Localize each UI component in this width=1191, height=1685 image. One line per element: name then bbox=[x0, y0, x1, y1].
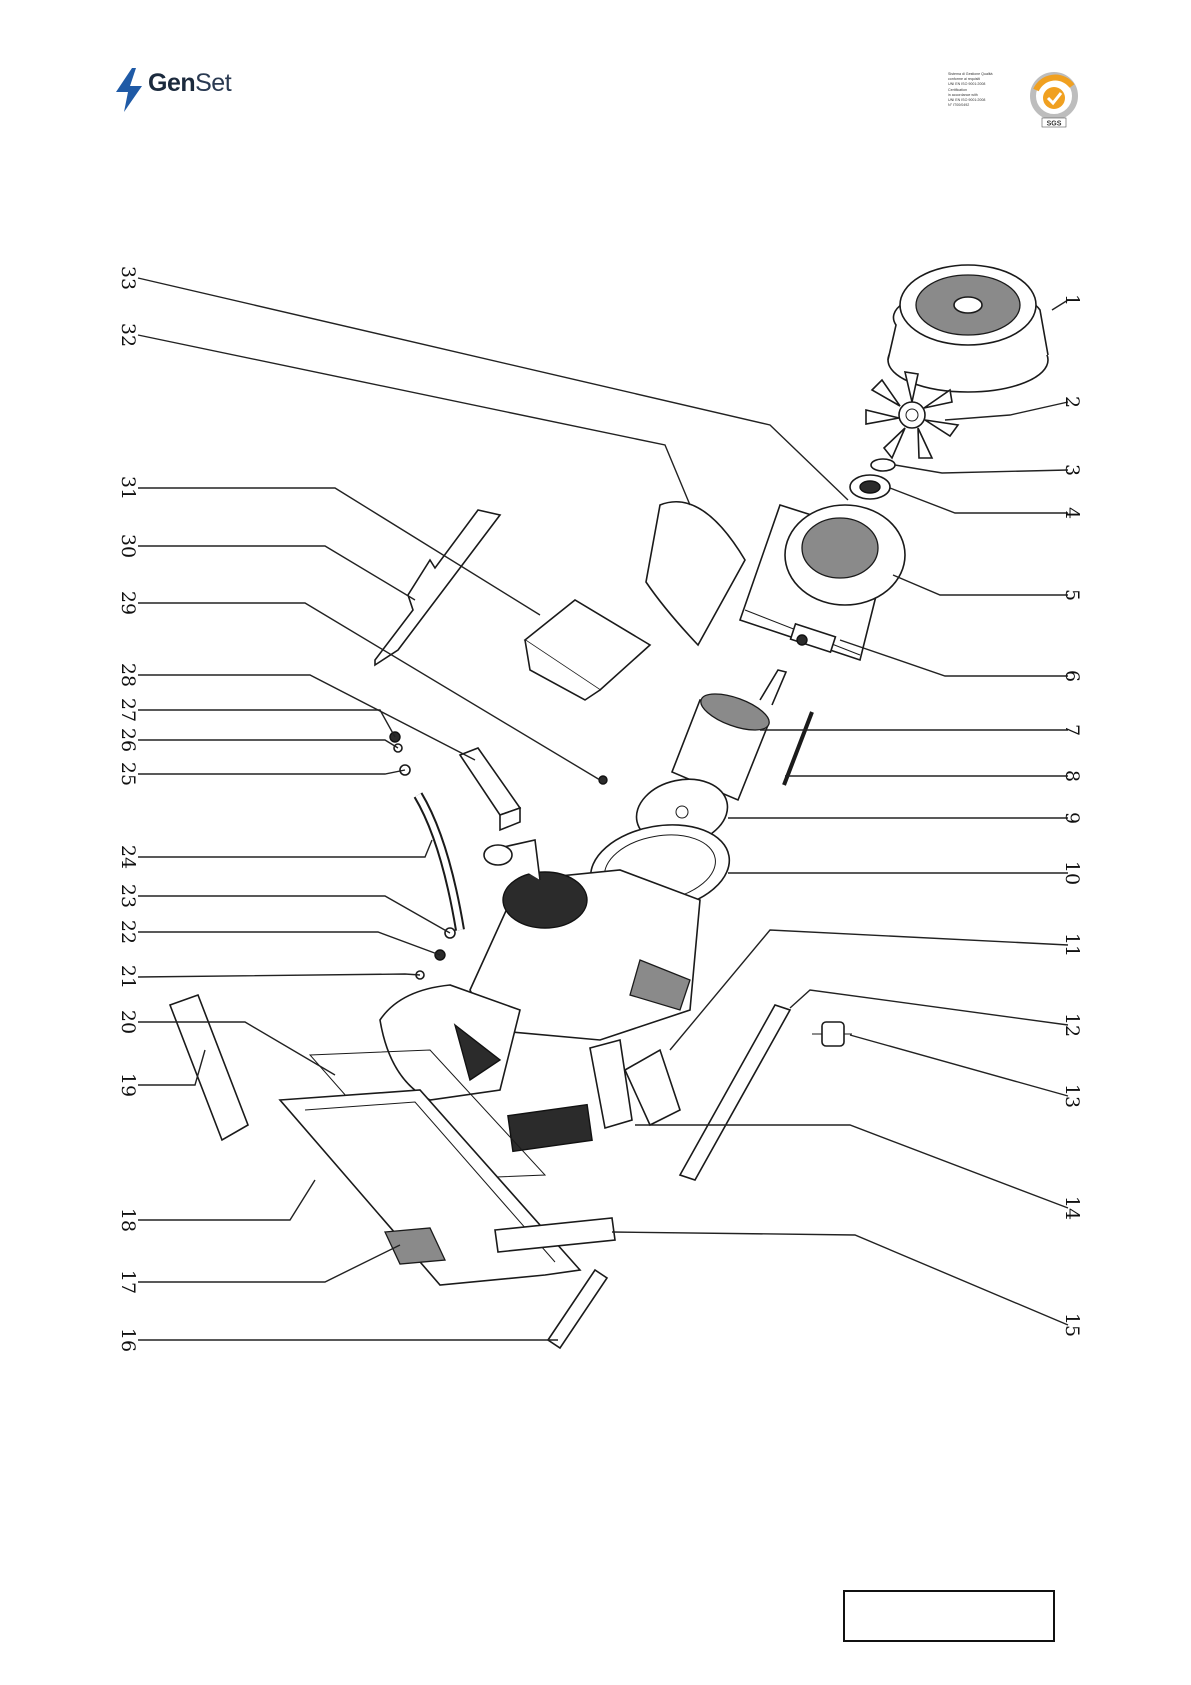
part-4-bearing bbox=[850, 475, 890, 499]
callout-27: 27 bbox=[117, 698, 139, 722]
callout-7: 7 bbox=[1061, 724, 1083, 736]
callout-26: 26 bbox=[117, 728, 139, 752]
part-16-rail bbox=[548, 1270, 607, 1348]
callout-18: 18 bbox=[117, 1208, 139, 1232]
callout-10: 10 bbox=[1061, 861, 1083, 885]
part-24-hose bbox=[418, 795, 460, 930]
part-13-filter bbox=[812, 1022, 852, 1046]
callout-29: 29 bbox=[117, 591, 139, 615]
callout-24: 24 bbox=[117, 845, 139, 869]
callout-25: 25 bbox=[117, 762, 139, 786]
leader-lines bbox=[138, 278, 1068, 1340]
callout-16: 16 bbox=[117, 1328, 139, 1352]
callout-23: 23 bbox=[117, 884, 139, 908]
callout-1: 1 bbox=[1061, 294, 1083, 306]
part-32-curved-cover bbox=[646, 502, 745, 645]
callout-15: 15 bbox=[1061, 1313, 1083, 1337]
part-12-angle-profile bbox=[680, 1005, 790, 1180]
callout-17: 17 bbox=[117, 1270, 139, 1294]
part-25-27-fittings bbox=[390, 732, 410, 775]
part-28-bracket bbox=[460, 748, 520, 830]
callout-33: 33 bbox=[117, 266, 139, 290]
callout-31: 31 bbox=[117, 476, 139, 500]
callout-30: 30 bbox=[117, 534, 139, 558]
callout-14: 14 bbox=[1061, 1196, 1083, 1220]
callout-5: 5 bbox=[1061, 589, 1083, 601]
callout-12: 12 bbox=[1061, 1013, 1083, 1037]
part-11-support bbox=[625, 1050, 680, 1125]
part-3-circlip bbox=[871, 459, 895, 471]
callout-32: 32 bbox=[117, 323, 139, 347]
part-5-6-alternator-housing bbox=[740, 505, 905, 660]
part-8-bar bbox=[784, 712, 812, 785]
callout-8: 8 bbox=[1061, 770, 1083, 782]
part-31-bracket bbox=[525, 600, 650, 700]
callout-20: 20 bbox=[117, 1010, 139, 1034]
callout-21: 21 bbox=[117, 965, 139, 989]
part-29-nut bbox=[599, 776, 607, 784]
callout-2: 2 bbox=[1061, 396, 1083, 408]
callout-22: 22 bbox=[117, 920, 139, 944]
callout-28: 28 bbox=[117, 663, 139, 687]
callout-13: 13 bbox=[1061, 1084, 1083, 1108]
callout-6: 6 bbox=[1061, 670, 1083, 682]
page-number-box bbox=[843, 1590, 1055, 1642]
callout-3: 3 bbox=[1061, 464, 1083, 476]
callout-9: 9 bbox=[1061, 812, 1083, 824]
part-14-mount-plate bbox=[590, 1040, 632, 1128]
part-19-bracket bbox=[170, 995, 248, 1140]
callout-11: 11 bbox=[1061, 933, 1083, 957]
callout-4: 4 bbox=[1061, 507, 1083, 519]
callout-19: 19 bbox=[117, 1073, 139, 1097]
